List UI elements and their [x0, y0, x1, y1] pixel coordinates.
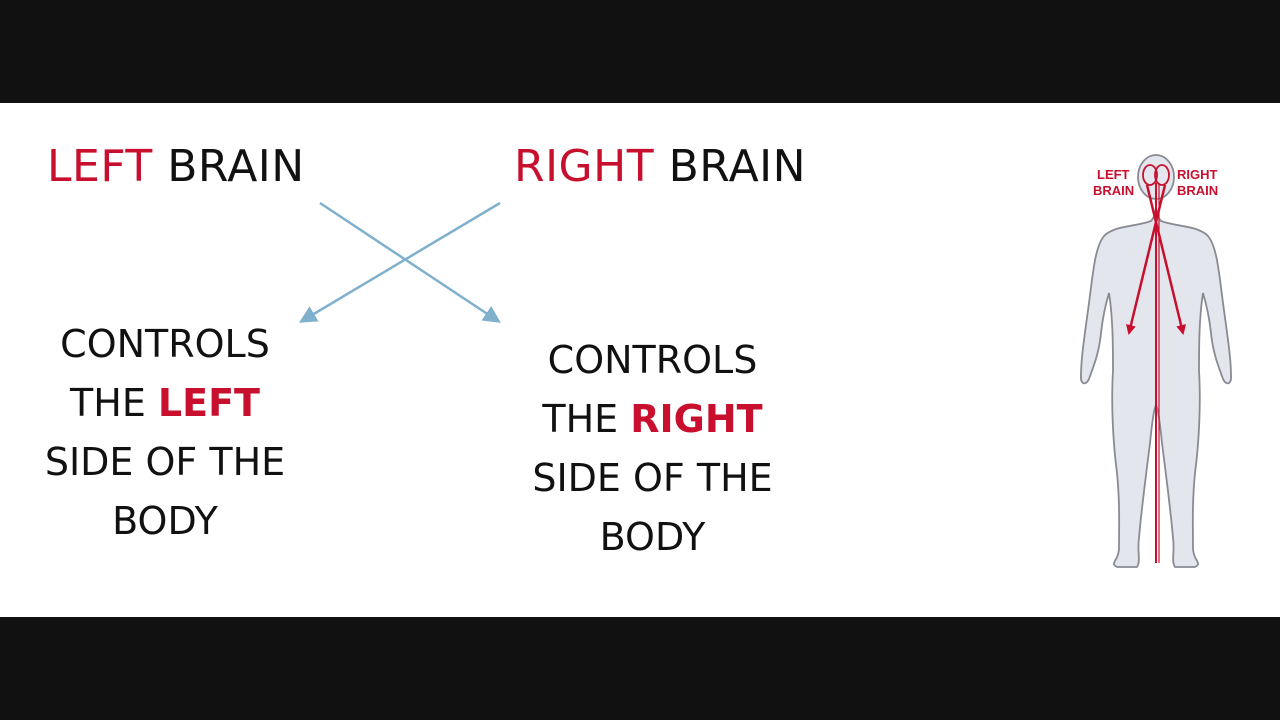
figure-label-right-2: BRAIN — [1177, 183, 1218, 198]
crossing-arrows — [298, 201, 501, 323]
nerve-arrow-to-left — [1126, 184, 1167, 335]
human-body-figure: LEFT BRAIN RIGHT BRAIN — [1079, 154, 1233, 568]
letterbox-top — [0, 0, 1280, 103]
right-desc-the: THE — [542, 397, 631, 441]
right-brain-heading: RIGHT BRAIN — [514, 145, 806, 189]
figure-label-left-1: LEFT — [1097, 167, 1130, 182]
arrow-left-brain-to-right-side — [319, 201, 501, 323]
left-desc-line-4: BODY — [112, 499, 218, 543]
nerve-arrow-to-right — [1145, 184, 1186, 335]
left-side-description: CONTROLS THE LEFT SIDE OF THE BODY — [20, 315, 310, 551]
left-desc-the: THE — [70, 381, 158, 425]
right-desc-accent: RIGHT — [630, 397, 763, 441]
left-brain-heading: LEFT BRAIN — [47, 145, 305, 189]
right-desc-line-3: SIDE OF THE — [532, 456, 773, 500]
letterbox-bottom — [0, 617, 1280, 720]
brain-left-hemisphere — [1142, 164, 1158, 186]
right-desc-line-2: THE RIGHT — [505, 390, 800, 449]
right-desc-line-1: CONTROLS — [547, 338, 758, 382]
left-heading-accent: LEFT — [47, 141, 153, 192]
arrow-right-brain-to-left-side — [298, 201, 501, 323]
right-heading-accent: RIGHT — [514, 141, 655, 192]
left-desc-line-2: THE LEFT — [20, 374, 310, 433]
figure-label-left-2: BRAIN — [1093, 183, 1134, 198]
left-desc-accent: LEFT — [157, 381, 260, 425]
right-side-description: CONTROLS THE RIGHT SIDE OF THE BODY — [505, 331, 800, 567]
left-desc-line-1: CONTROLS — [60, 322, 270, 366]
figure-label-right-1: RIGHT — [1177, 167, 1218, 182]
slide: LEFT BRAIN RIGHT BRAIN CONTROLS THE LEFT… — [0, 103, 1280, 617]
brain-right-hemisphere — [1154, 164, 1170, 186]
right-desc-line-4: BODY — [599, 515, 706, 559]
left-desc-line-3: SIDE OF THE — [44, 440, 286, 484]
left-heading-rest: BRAIN — [152, 141, 305, 192]
right-heading-rest: BRAIN — [654, 141, 807, 192]
